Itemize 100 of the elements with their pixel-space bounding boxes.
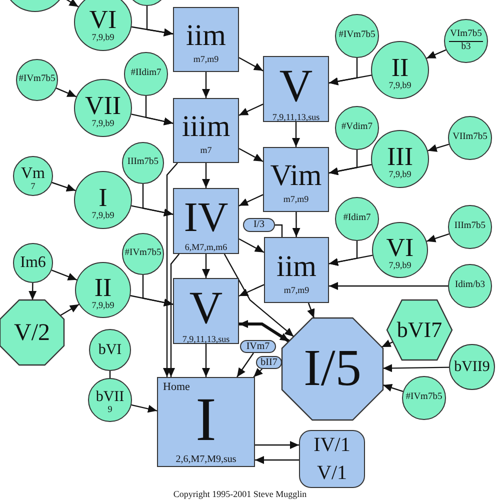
arrow: [329, 282, 448, 290]
chord-label: #IVm7b5: [124, 249, 162, 259]
chord-circle: [124, 52, 168, 96]
copyright-caption: Copyright 1995-2001 Steve Mugglin: [173, 489, 307, 499]
extension-label: 7: [30, 182, 36, 190]
chord-label: IIIm7b5: [454, 222, 486, 232]
chord-label: IIIm7b5: [127, 158, 159, 168]
extension-label: 7,9,b9: [388, 260, 412, 270]
chord-label: Im6: [20, 255, 46, 271]
chord-box: [173, 98, 239, 163]
arrow: [224, 254, 294, 338]
chord-circle: [13, 243, 53, 283]
arrow: [146, 6, 174, 36]
chord-label: bVII9: [454, 360, 490, 374]
chord-pill: [256, 356, 282, 369]
chord-box: [263, 147, 329, 212]
chord-label: iim: [276, 252, 316, 282]
arrow: [255, 456, 299, 464]
arrow: [60, 304, 80, 316]
extension-label: 2,6,M7,M9,sus: [176, 455, 236, 465]
chord-label: #Idim7: [343, 214, 371, 224]
chord-circle: [16, 59, 58, 101]
arrow: [238, 148, 264, 162]
arrow: [426, 49, 446, 59]
extension-label: 9: [108, 405, 112, 414]
chord-label: VI: [386, 234, 414, 260]
chord-circle: [448, 205, 492, 249]
chord-circle: [122, 142, 164, 184]
chord-label: I/5: [304, 343, 362, 395]
arrow: [202, 163, 210, 188]
chord-circle: [449, 344, 495, 390]
extension-label: 7,9,b9: [92, 32, 114, 42]
chord-pill: [243, 218, 275, 232]
chord-label: b3: [461, 42, 471, 52]
chord-label: Idim/b3: [454, 281, 486, 291]
extension-label: 7,9,b9: [92, 210, 114, 220]
chord-label: bVII: [96, 390, 124, 405]
chord-label: I: [98, 184, 108, 210]
chord-label: VII: [84, 92, 122, 118]
chord-label: #IIdim7: [130, 69, 162, 79]
extension-label: 7,9,b9: [92, 118, 114, 128]
arrow: [145, 96, 174, 126]
extension-label: 7,9,11,13,sus: [182, 334, 230, 344]
chord-octagon: [0, 300, 64, 365]
chord-label: Vm: [21, 166, 45, 182]
chord-label: V: [189, 284, 223, 330]
arrow: [142, 275, 174, 306]
arrow: [239, 320, 290, 343]
extension-label: 7,9,b9: [388, 80, 412, 90]
chord-label: IV/1: [314, 435, 350, 455]
chord-box: [173, 7, 239, 72]
chord-circle: [122, 233, 164, 275]
arrow: [253, 368, 263, 378]
chord-label: #Vdim7: [341, 123, 373, 133]
chord-circle: [335, 14, 379, 58]
chord-label: V: [279, 62, 313, 108]
chord-pill: [240, 340, 276, 353]
connector-line: [275, 224, 283, 237]
arrow: [328, 58, 358, 86]
extension-label: 7,9,11,13,sus: [272, 112, 320, 122]
chord-box: [173, 188, 239, 254]
arrow: [255, 441, 299, 449]
chord-circle: [402, 376, 446, 420]
arrow: [52, 182, 76, 192]
arrow: [142, 184, 174, 216]
chord-label: iiim: [182, 112, 230, 142]
arrow: [163, 162, 178, 377]
chord-label: bVI7: [396, 319, 442, 341]
chord-circle: [13, 156, 53, 196]
arrow: [51, 270, 78, 280]
extension-label: 7,9,b9: [92, 300, 114, 310]
chord-box: [264, 237, 329, 303]
chord-box: [263, 56, 329, 122]
arrow: [202, 72, 210, 98]
chord-circle: [448, 264, 492, 308]
chord-circle: [444, 19, 488, 63]
arrow: [307, 302, 315, 318]
chord-octagon: [282, 318, 383, 420]
chord-circle: [335, 197, 379, 241]
extension-label: 6,M7,m,m6: [184, 242, 228, 252]
arrow: [292, 212, 300, 237]
chord-circle: [74, 0, 132, 51]
arrow: [328, 241, 358, 266]
arrow: [292, 122, 300, 147]
extension-label: m7: [200, 146, 212, 155]
chord-label: bVI: [98, 342, 122, 358]
chord-circle: [89, 329, 131, 371]
chord-box: [173, 278, 239, 344]
chord-circle: [74, 79, 132, 137]
chord-label: VIIm7b5: [452, 133, 488, 143]
extension-label: m7,m9: [284, 286, 310, 294]
arrow: [328, 150, 358, 176]
arrow: [202, 344, 210, 377]
chord-circle: [335, 106, 379, 150]
chord-circle: [75, 262, 131, 318]
chord-label: Vim: [270, 161, 322, 191]
chord-label: IV: [184, 196, 228, 238]
chord-circle: [88, 378, 132, 422]
arrow: [238, 104, 264, 116]
arrow: [381, 340, 394, 348]
